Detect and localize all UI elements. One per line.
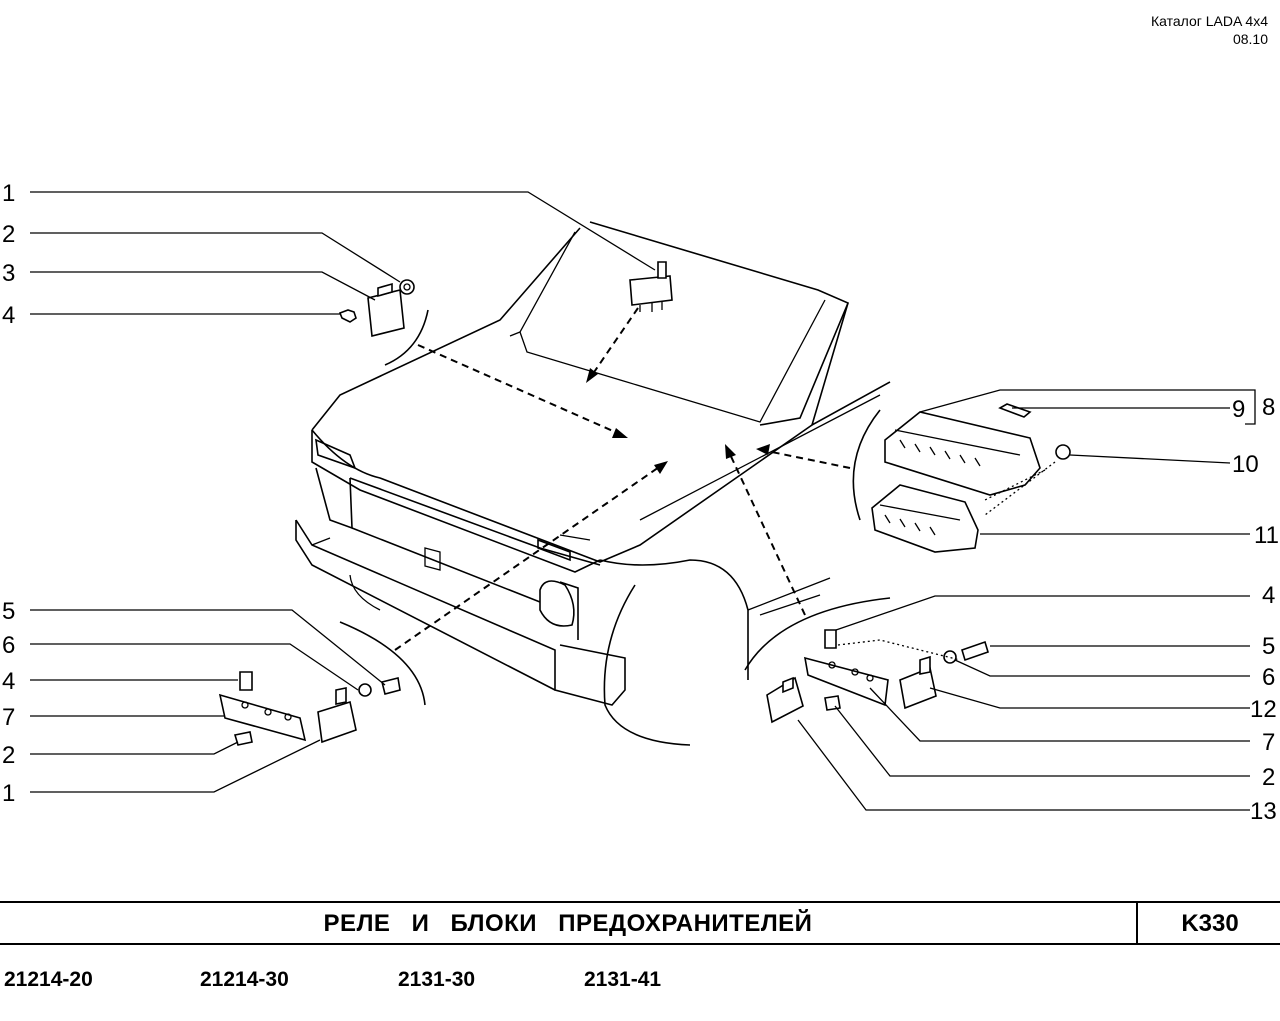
leader-lines — [30, 191, 1256, 811]
model-code: 2131-41 — [584, 968, 662, 991]
assembly-arrows — [394, 307, 851, 651]
callout-label: 12 — [1250, 696, 1277, 723]
callout-label: 1 — [2, 780, 15, 807]
catalog-header: Каталог LADA 4x4 08.10 — [1151, 12, 1268, 48]
fuse-block-lower — [871, 484, 979, 553]
model-code: 21214-20 — [4, 968, 93, 991]
callout-label: 8 — [1262, 394, 1275, 421]
callout-label: 6 — [2, 632, 15, 659]
catalog-date: 08.10 — [1232, 31, 1268, 47]
section-code: K330 — [1136, 903, 1280, 943]
callout-label: 3 — [2, 260, 15, 287]
callout-label: 5 — [2, 598, 15, 625]
callout-label: 2 — [2, 742, 15, 769]
callout-label: 5 — [1262, 633, 1275, 660]
callout-label: 2 — [2, 221, 15, 248]
fuse-block-upper — [884, 403, 1071, 496]
callout-label: 2 — [1262, 764, 1275, 791]
model-code: 2131-30 — [398, 968, 476, 991]
relay-top — [629, 261, 673, 312]
callout-label: 11 — [1254, 522, 1279, 549]
page-title: РЕЛЕ И БЛОКИ ПРЕДОХРАНИТЕЛЕЙ — [323, 910, 813, 937]
car-outline — [295, 221, 891, 746]
callout-label: 13 — [1250, 798, 1277, 825]
callout-numbers: 1 2 3 4 5 6 4 7 2 1 9 8 10 11 4 5 6 12 7… — [2, 180, 1279, 825]
callout-label: 6 — [1262, 664, 1275, 691]
relay-left-bottom — [218, 671, 401, 746]
model-list: 21214-20 21214-30 2131-30 2131-41 — [0, 968, 1280, 998]
callout-label: 7 — [2, 704, 15, 731]
callout-label: 4 — [1262, 582, 1275, 609]
relay-right-bottom — [766, 629, 989, 724]
title-bar: РЕЛЕ И БЛОКИ ПРЕДОХРАНИТЕЛЕЙ K330 — [0, 901, 1280, 945]
relay-left-top — [338, 279, 415, 337]
parts-diagram: 1 2 3 4 5 6 4 7 2 1 9 8 10 11 4 5 6 12 7… — [2, 180, 1279, 825]
callout-label: 4 — [2, 668, 15, 695]
group-arcs — [339, 309, 891, 706]
model-code: 21214-30 — [200, 968, 289, 991]
callout-label: 4 — [2, 302, 15, 329]
callout-label: 7 — [1262, 729, 1275, 756]
callout-label: 9 — [1232, 396, 1245, 423]
catalog-name: Каталог LADA 4x4 — [1150, 13, 1268, 29]
callout-label: 10 — [1232, 451, 1259, 478]
callout-label: 1 — [2, 180, 15, 207]
